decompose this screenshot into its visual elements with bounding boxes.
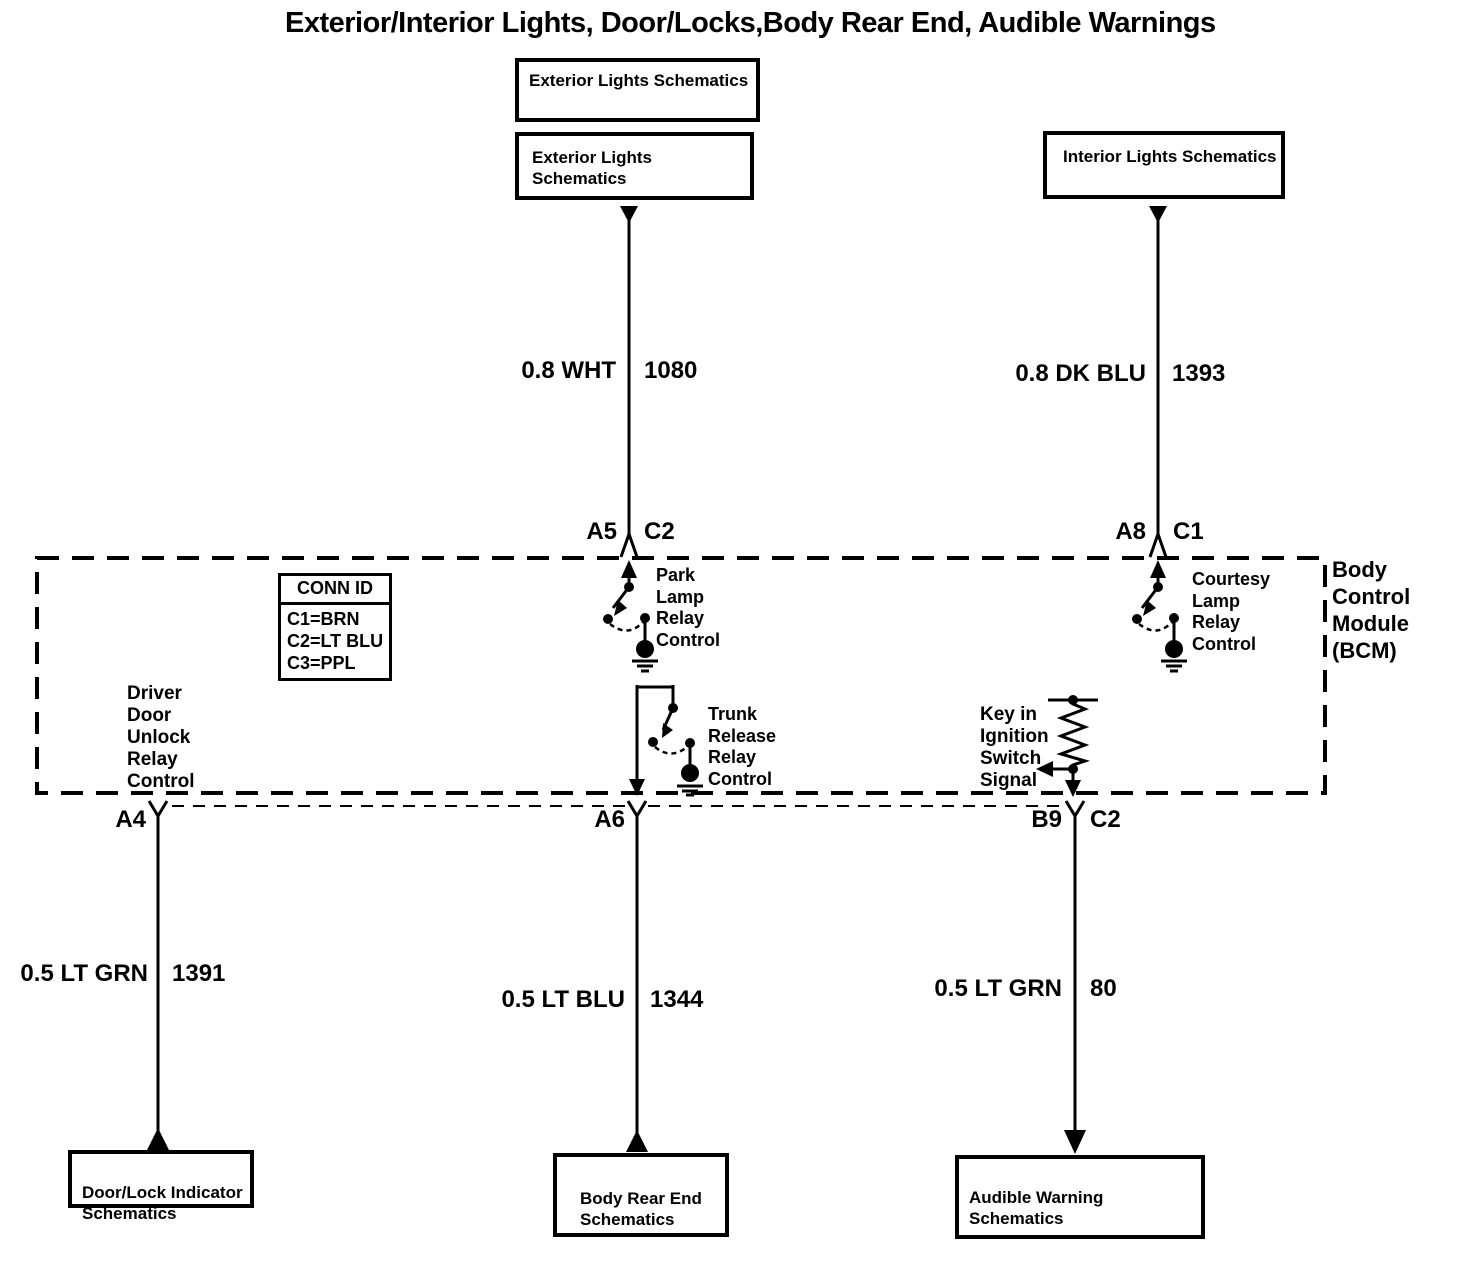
wire-circuit-1393: 1393 (1172, 360, 1226, 387)
pin-a8: A8 (1115, 518, 1146, 545)
body-rear-wire (626, 800, 648, 1152)
bcm-label: Body Control Module (BCM) (1332, 557, 1411, 663)
pin-a5: A5 (586, 518, 617, 545)
conn-id-header: CONN ID (281, 576, 389, 605)
conn-id-row-c2: C2=LT BLU (287, 631, 384, 651)
wire-spec-wht: 0.8 WHT (521, 357, 616, 384)
wire-spec-lt-grn-1391: 0.5 LT GRN (20, 960, 148, 987)
door-lock-indicator-schematics-label: Door/Lock Indicator Schematics (82, 1183, 243, 1223)
key-in-ignition-switch-signal-label: Key in Ignition Switch Signal (980, 704, 1049, 791)
pin-a4: A4 (115, 806, 146, 833)
exterior-lights-schematics-box-2: Exterior Lights Schematics (515, 132, 754, 200)
park-lamp-relay-symbol (603, 560, 658, 673)
bcm-dashed-border-icon (35, 556, 1327, 807)
trunk-release-relay-symbol (629, 685, 703, 797)
courtesy-lamp-relay-symbol (1132, 560, 1187, 673)
key-in-ignition-resistor-symbol (1036, 695, 1098, 797)
conn-c2-bottom: C2 (1090, 806, 1121, 833)
interior-wire (1148, 206, 1168, 558)
courtesy-lamp-relay-control-label: Courtesy Lamp Relay Control (1192, 569, 1271, 654)
wire-spec-lt-blu: 0.5 LT BLU (501, 986, 625, 1013)
interior-lights-schematics-label: Interior Lights Schematics (1063, 147, 1277, 166)
wire-circuit-1344: 1344 (650, 986, 704, 1013)
pin-b9: B9 (1031, 806, 1062, 833)
driver-door-unlock-relay-control-label: Driver Door Unlock Relay Control (127, 683, 195, 792)
body-rear-end-schematics-label: Body Rear End Schematics (580, 1189, 702, 1229)
trunk-release-relay-control-label: Trunk Release Relay Control (708, 704, 777, 789)
park-lamp-relay-control-label: Park Lamp Relay Control (656, 565, 720, 650)
wire-spec-dk-blu: 0.8 DK BLU (1015, 360, 1146, 387)
audible-warning-schematics-label: Audible Warning Schematics (969, 1188, 1104, 1228)
audible-warning-schematics-box: Audible Warning Schematics (955, 1155, 1205, 1239)
conn-id-row-c3: C3=PPL (287, 653, 356, 673)
exterior-wire (619, 206, 639, 558)
exterior-lights-schematics-box-1: Exterior Lights Schematics (515, 58, 760, 122)
wire-circuit-1080: 1080 (644, 357, 698, 384)
body-rear-end-schematics-box: Body Rear End Schematics (553, 1153, 729, 1237)
conn-c2-top: C2 (644, 518, 675, 545)
wire-circuit-1391: 1391 (172, 960, 226, 987)
wire-spec-lt-grn-80: 0.5 LT GRN (934, 975, 1062, 1002)
exterior-lights-schematics-label-1: Exterior Lights Schematics (529, 71, 749, 90)
door-lock-wire (147, 800, 169, 1150)
interior-lights-schematics-box: Interior Lights Schematics (1043, 131, 1285, 199)
conn-id-row-c1: C1=BRN (287, 609, 360, 629)
conn-id-table: CONN ID C1=BRN C2=LT BLU C3=PPL (278, 573, 392, 681)
exterior-lights-schematics-label-2: Exterior Lights Schematics (532, 148, 652, 188)
pin-a6: A6 (594, 806, 625, 833)
audible-warning-wire (1064, 800, 1086, 1154)
door-lock-indicator-schematics-box: Door/Lock Indicator Schematics (68, 1150, 254, 1223)
conn-c1-top: C1 (1173, 518, 1204, 545)
wire-circuit-80: 80 (1090, 975, 1117, 1002)
page-title: Exterior/Interior Lights, Door/Locks,Bod… (285, 7, 1216, 39)
